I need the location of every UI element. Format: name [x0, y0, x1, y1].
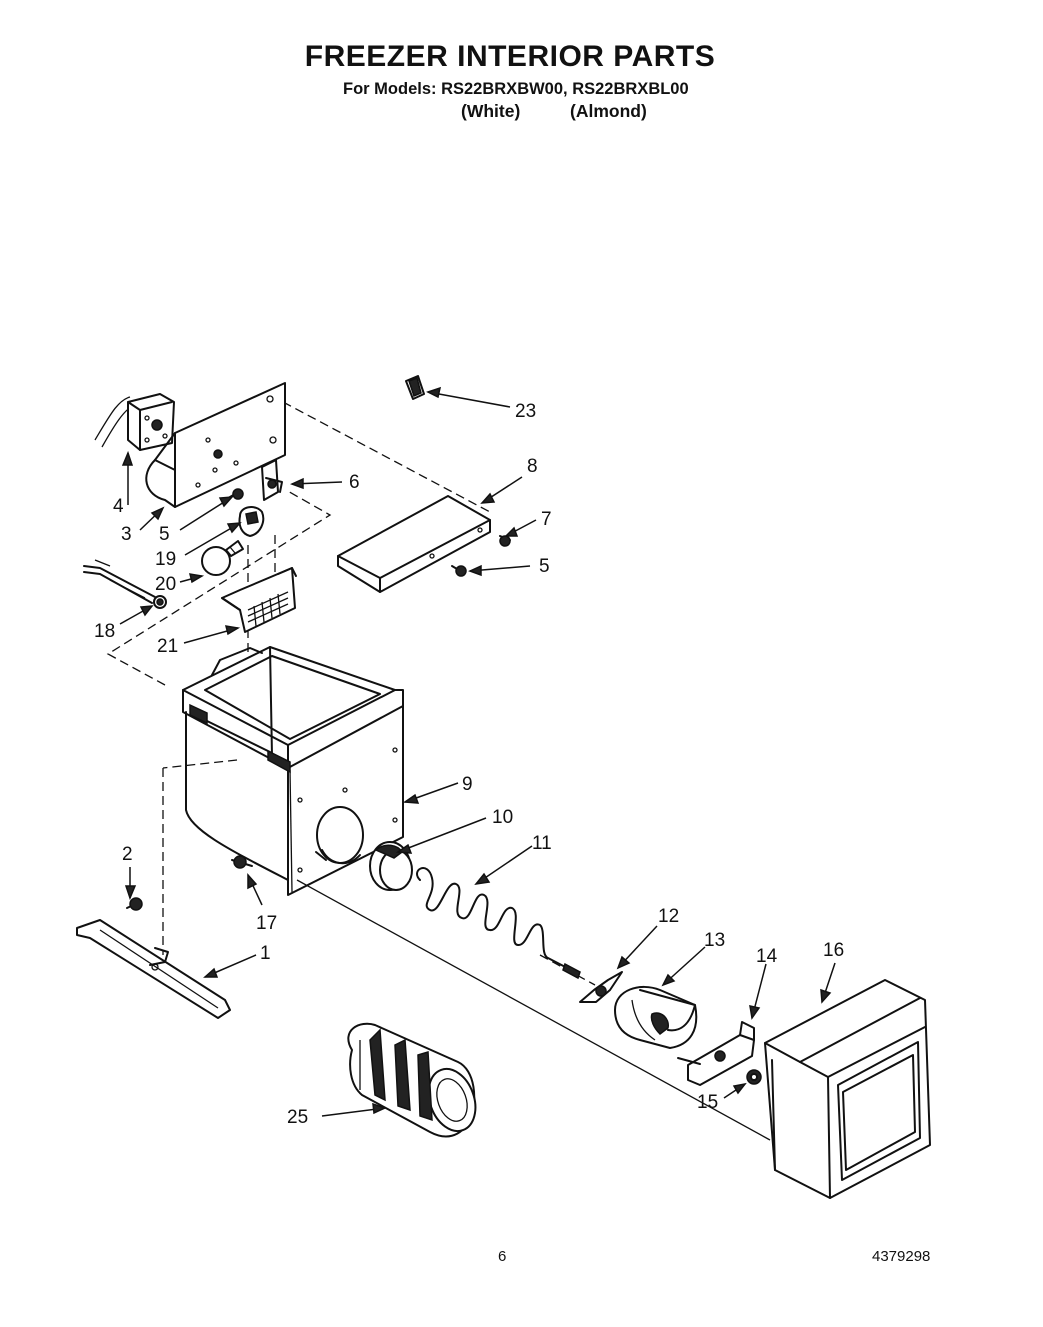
callout-25: 25: [287, 1107, 308, 1128]
part-7-screw: [499, 535, 511, 547]
page-title: FREEZER INTERIOR PARTS: [304, 40, 716, 73]
callout-19: 19: [155, 549, 176, 570]
callout-8: 8: [527, 456, 538, 477]
callout-labels: 23 8 7 5 6 4 3 5 19 20 18 21 9 10 11 2 1…: [94, 401, 844, 1128]
callout-10: 10: [492, 807, 513, 828]
leader-lines: [119, 386, 836, 1117]
callout-12: 12: [658, 906, 679, 927]
part-2-screw: [126, 897, 143, 911]
part-4-motor: [94, 393, 175, 451]
part-15-nut: [746, 1069, 762, 1085]
part-1-rail: [76, 919, 231, 1019]
part-23-clip: [405, 375, 425, 400]
callout-14: 14: [756, 946, 778, 967]
part-6-clip: [261, 459, 283, 501]
part-5-screw-right: [451, 565, 467, 577]
model-numbers: For Models: RS22BRXBW00, RS22BRXBL00: [343, 80, 689, 98]
callout-2: 2: [122, 844, 133, 865]
callout-3: 3: [121, 524, 132, 545]
part-19-lamp-socket: [238, 506, 265, 537]
part-8-cover-plate: [337, 495, 491, 593]
callout-18: 18: [94, 621, 115, 642]
callout-11: 11: [532, 833, 552, 854]
part-3-bracket: [145, 382, 286, 508]
callout-16: 16: [823, 940, 844, 961]
callout-23: 23: [515, 401, 536, 422]
callout-6: 6: [349, 472, 360, 493]
callout-4: 4: [113, 496, 124, 517]
callout-1: 1: [260, 943, 271, 964]
callout-20: 20: [155, 574, 176, 595]
part-18-wire-harness: [83, 559, 167, 609]
part-10-drive-cup: [369, 841, 413, 891]
variant-almond: (Almond): [570, 101, 647, 121]
part-13-auger-housing: [614, 985, 698, 1049]
callout-7: 7: [541, 509, 552, 530]
callout-15: 15: [697, 1092, 718, 1113]
document-number: 4379298: [872, 1248, 931, 1265]
part-12-star-wheel: [579, 971, 623, 1003]
callout-13: 13: [704, 930, 725, 951]
part-20-light-bulb: [201, 540, 244, 576]
part-17-screw: [231, 855, 253, 869]
part-16-front-housing: [764, 979, 931, 1199]
callout-21: 21: [157, 636, 178, 657]
part-25-gear-assembly: [347, 1022, 477, 1138]
callout-5-right: 5: [539, 556, 550, 577]
page-number: 6: [498, 1248, 507, 1265]
callout-5-left: 5: [159, 524, 170, 545]
part-14-bracket: [677, 1021, 755, 1086]
callout-17: 17: [256, 913, 277, 934]
variant-white: (White): [461, 101, 521, 121]
callout-9: 9: [462, 774, 473, 795]
part-11-auger-spring: [416, 867, 581, 980]
part-21-light-shield: [221, 567, 297, 633]
part-9-ice-bucket: [182, 646, 404, 896]
